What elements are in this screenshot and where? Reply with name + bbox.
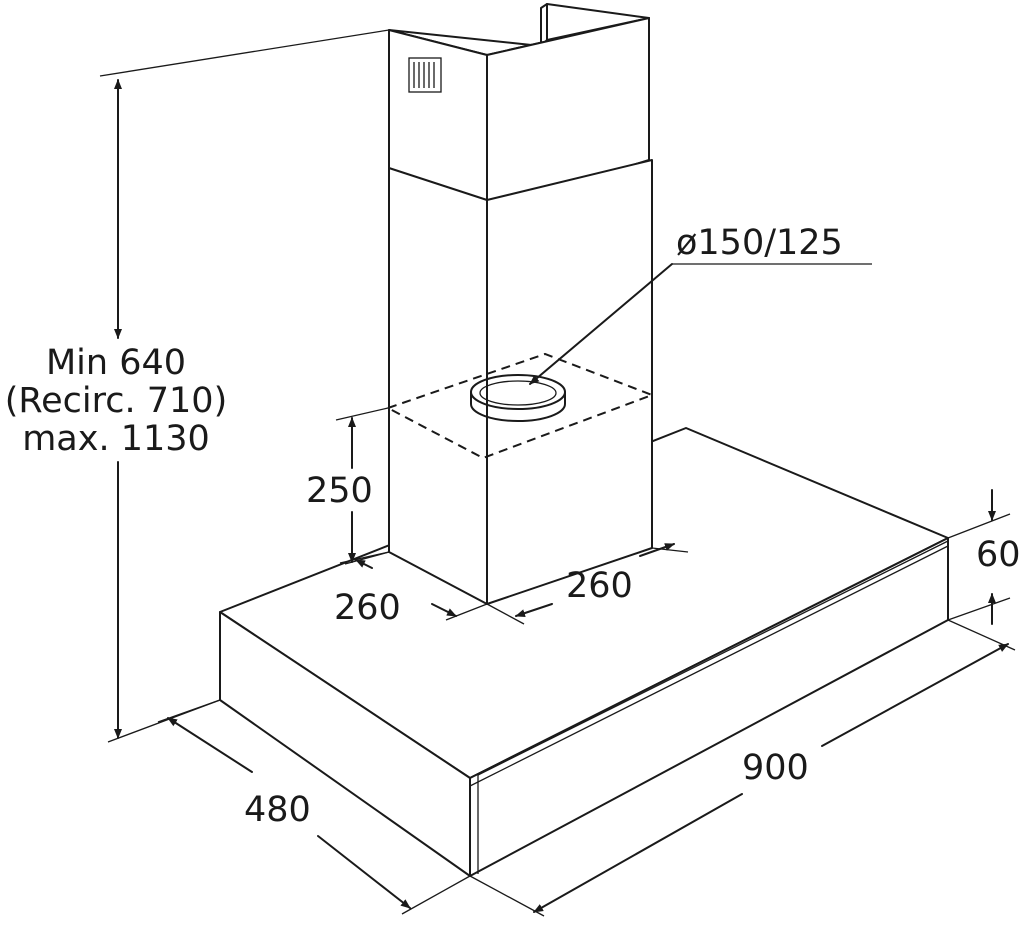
height-min-text: Min 640	[45, 343, 187, 383]
width-label: 900	[742, 748, 809, 788]
vent-grille-icon	[408, 57, 442, 93]
canopy-height-label: 60	[976, 535, 1021, 575]
duct-diameter-label: ø150/125	[676, 223, 843, 263]
lower-chimney	[388, 159, 653, 605]
dimension-lines	[99, 29, 1016, 917]
duct-outlet	[385, 352, 655, 460]
chimney-width-label: 260	[566, 566, 633, 606]
depth-label: 480	[244, 790, 311, 830]
duct-offset-label: 250	[306, 471, 373, 511]
chimney-depth-label: 260	[334, 588, 401, 628]
overall-height-label: Min 640 (Recirc. 710) max. 1130	[0, 344, 232, 458]
hood-canopy	[219, 427, 949, 877]
height-max-text: max. 1130	[22, 419, 210, 459]
upper-chimney	[388, 3, 650, 211]
height-recirc-text: (Recirc. 710)	[4, 381, 228, 421]
